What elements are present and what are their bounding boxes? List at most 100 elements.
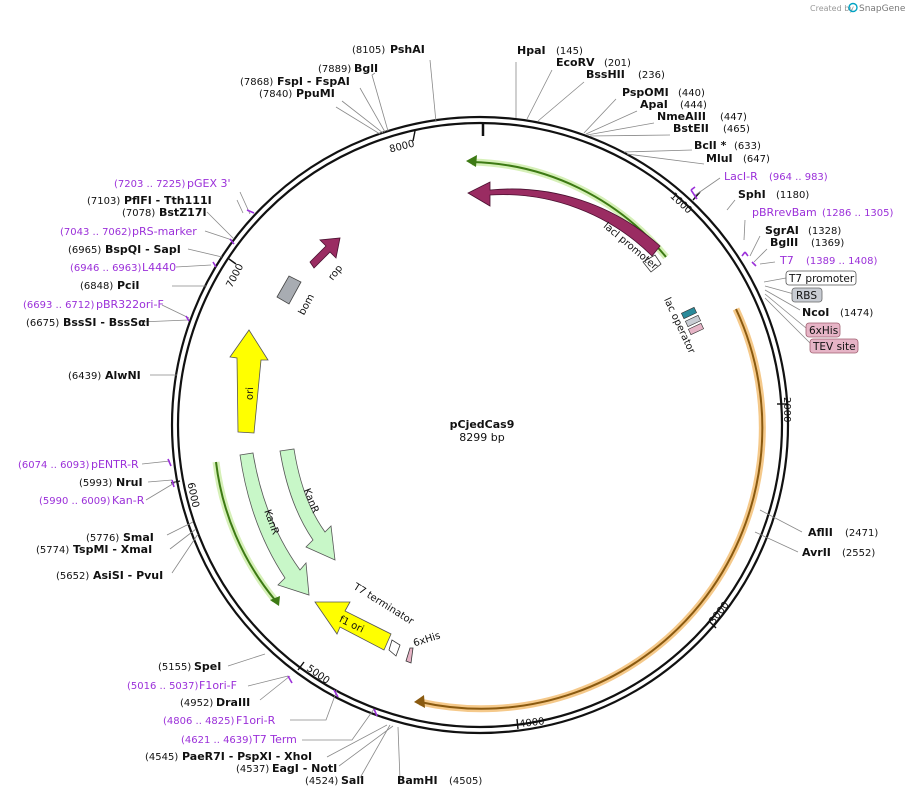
site-bglii-pos: (1369)	[811, 238, 844, 249]
ruler-tick-1000: 1000	[668, 191, 694, 216]
site-pcii-pos: (6848)	[80, 281, 113, 292]
site-bstz17i-pos: (7078)	[122, 208, 155, 219]
site-paer7i-name: PaeR7I - PspXI - XhoI	[182, 750, 312, 763]
primer-t7-name: T7	[779, 254, 794, 267]
site-draiii-name: DraIII	[216, 696, 250, 709]
connector-lines	[139, 59, 812, 781]
site-pshai-name: PshAI	[390, 43, 425, 56]
ruler-tick-3000: 3000	[707, 600, 731, 627]
primer-kan-r-name: Kan-R	[112, 494, 145, 507]
primer-t7-pos: (1389 .. 1408)	[806, 256, 878, 267]
site-eagi-name: EagI - NotI	[272, 762, 337, 775]
primer-pentr-r-pos: (6074 .. 6093)	[18, 460, 90, 471]
site-bcli-pos: (633)	[734, 141, 761, 152]
primer-l4440-name: L4440	[142, 261, 176, 274]
watermark-brand: SnapGene	[859, 4, 906, 14]
site-spei-pos: (5155)	[158, 662, 191, 673]
site-asisi-pos: (5652)	[56, 571, 89, 582]
site-draiii-pos: (4952)	[180, 698, 213, 709]
primer-l4440-pos: (6946 .. 6963)	[70, 263, 142, 274]
site-apai-pos: (444)	[680, 100, 707, 111]
site-pspomi-pos: (440)	[678, 88, 705, 99]
primer-kan-r-pos: (5990 .. 6009)	[39, 496, 111, 507]
site-bspqi-pos: (6965)	[68, 245, 101, 256]
site-ecorv-pos: (201)	[604, 58, 631, 69]
box-tev-site-label: TEV site	[812, 341, 856, 353]
feature-bom	[276, 275, 302, 305]
feature-6xhis-bottom	[405, 647, 414, 664]
site-mlui-name: MluI	[706, 152, 733, 165]
site-sgrai-pos: (1328)	[808, 226, 841, 237]
site-avrii-pos: (2552)	[842, 548, 875, 559]
site-bsshii-name: BssHII	[586, 68, 625, 81]
ruler-tick-7000: 7000	[225, 262, 247, 290]
feature-t7-terminator	[388, 639, 401, 657]
site-bgli-pos: (7889)	[318, 64, 351, 75]
feature-rop	[309, 237, 341, 269]
site-hpai-pos: (145)	[556, 46, 583, 57]
site-bsteii-name: BstEII	[673, 122, 709, 135]
feature-lac-operator	[680, 306, 705, 336]
site-aflii-name: AflII	[808, 526, 833, 539]
orf-kanr-arc	[215, 461, 276, 601]
site-apai-name: ApaI	[640, 98, 668, 111]
box-t7-promoter-label: T7 promoter	[788, 273, 855, 285]
primer-f1ori-f-name: F1ori-F	[199, 679, 237, 692]
feature-ori	[229, 329, 269, 434]
site-pflfi-pos: (7103)	[87, 196, 120, 207]
box-rbs	[791, 287, 823, 303]
orf-cas9-arc	[419, 308, 764, 710]
site-sgrai-name: SgrAI	[765, 224, 799, 237]
primer-pbr322ori-f-name: pBR322ori-F	[96, 298, 164, 311]
primer-f1ori-r-name: F1ori-R	[236, 714, 276, 727]
site-spei-name: SpeI	[194, 660, 221, 673]
box-6xhis-label: 6xHis	[809, 325, 838, 337]
site-nmeaiii-name: NmeAIII	[657, 110, 706, 123]
site-alwni-pos: (6439)	[68, 371, 101, 382]
primer-t7-term-pos: (4621 .. 4639)	[181, 735, 253, 746]
primer-prs-marker-pos: (7043 .. 7062)	[60, 227, 132, 238]
backbone-inner-ring	[176, 121, 784, 729]
site-fspi-name: FspI - FspAI	[277, 75, 350, 88]
site-eagi-pos: (4537)	[236, 764, 269, 775]
box-tev-site	[809, 338, 859, 354]
site-smai-name: SmaI	[123, 531, 154, 544]
ruler-tick-8000: 8000	[388, 139, 415, 156]
backbone-outer-ring	[170, 115, 790, 735]
site-bsssi-name: BssSI - BssSαI	[63, 316, 150, 329]
site-pflfi-name: PflFI - Tth111I	[124, 194, 212, 207]
site-bgli-name: BglI	[354, 62, 378, 75]
primer-t7-term-name: T7 Term	[252, 733, 297, 746]
site-mlui-pos: (647)	[743, 154, 770, 165]
plasmid-name: pCjedCas9	[450, 418, 515, 431]
site-bspqi-name: BspQI - SapI	[105, 243, 181, 256]
feature-rop-label: rop	[326, 263, 345, 283]
ruler-tick-4000: 4000	[519, 716, 546, 730]
feature-laci-promoter	[642, 254, 662, 273]
feature-6xhis-bottom-label: 6xHis	[412, 630, 442, 649]
primer-pbrrevbam-name: pBRrevBam	[752, 206, 817, 219]
ruler-tick-5000: 5000	[304, 663, 331, 687]
site-tspmi-name: TspMI - XmaI	[73, 543, 152, 556]
site-fspi-pos: (7868)	[240, 77, 273, 88]
site-nmeaiii-pos: (447)	[720, 112, 747, 123]
primer-prs-marker-name: pRS-marker	[132, 225, 197, 238]
site-sali-name: SalI	[341, 774, 364, 787]
primer-f1ori-f-pos: (5016 .. 5037)	[127, 681, 199, 692]
site-bsshii-pos: (236)	[638, 70, 665, 81]
site-ppumi-pos: (7840)	[259, 89, 292, 100]
box-t7-promoter	[785, 270, 857, 286]
site-bamhi-name: BamHI	[397, 774, 438, 787]
primer-pentr-r-name: pENTR-R	[91, 458, 139, 471]
snapgene-logo-icon	[848, 2, 858, 13]
orf-cas9-arrowhead-icon	[414, 695, 425, 708]
site-pcii-name: PciI	[117, 279, 139, 292]
primer-laci-r-pos: (964 .. 983)	[769, 172, 828, 183]
site-avrii-name: AvrII	[802, 546, 831, 559]
box-6xhis	[805, 322, 841, 338]
site-alwni-name: AlwNI	[105, 369, 141, 382]
site-hpai-name: HpaI	[517, 44, 546, 57]
feature-bom-label: bom	[297, 292, 317, 317]
primer-laci-r-name: LacI-R	[724, 170, 758, 183]
primer-pbrrevbam-pos: (1286 .. 1305)	[822, 208, 894, 219]
